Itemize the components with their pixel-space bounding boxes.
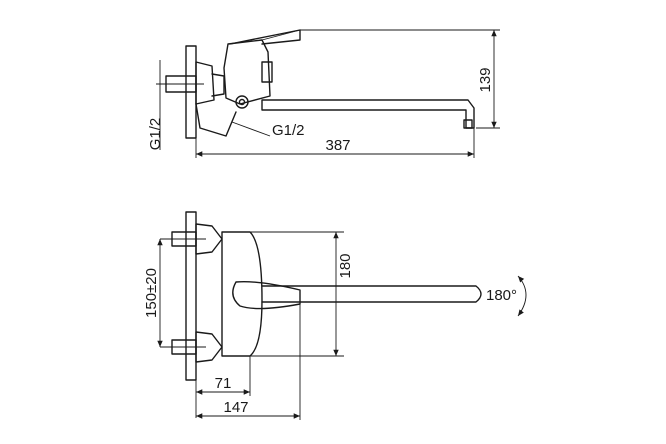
front-view: 150±20 180 71 147 180° (143, 211, 527, 420)
rotation-label: 180° (486, 287, 517, 304)
lever-front (232, 281, 301, 310)
lower-nut (195, 331, 223, 363)
lever-handle (229, 29, 301, 45)
wall-plate-front (185, 211, 197, 381)
diverter-knob (235, 95, 249, 109)
mixer-body-front (221, 231, 263, 357)
length-dim-label: 387 (325, 137, 350, 154)
height-dim-label: 139 (477, 67, 494, 92)
eccentric-nut (195, 61, 215, 105)
offset-large-label: 147 (223, 399, 248, 416)
top-view: G1/2 139 387 G1/2 (147, 29, 500, 158)
upper-nut (195, 223, 223, 255)
spout-front (261, 285, 482, 303)
thread-leader (231, 121, 271, 137)
spacing-dim-label: 150±20 (143, 268, 160, 318)
offset-small-label: 71 (215, 375, 232, 392)
mixer-body (223, 39, 271, 105)
thread-left-label: G1/2 (147, 118, 164, 151)
thread-label: G1/2 (272, 122, 305, 139)
rotation-arrow-icon (517, 275, 527, 317)
front-height-dim-label: 180 (337, 253, 354, 278)
